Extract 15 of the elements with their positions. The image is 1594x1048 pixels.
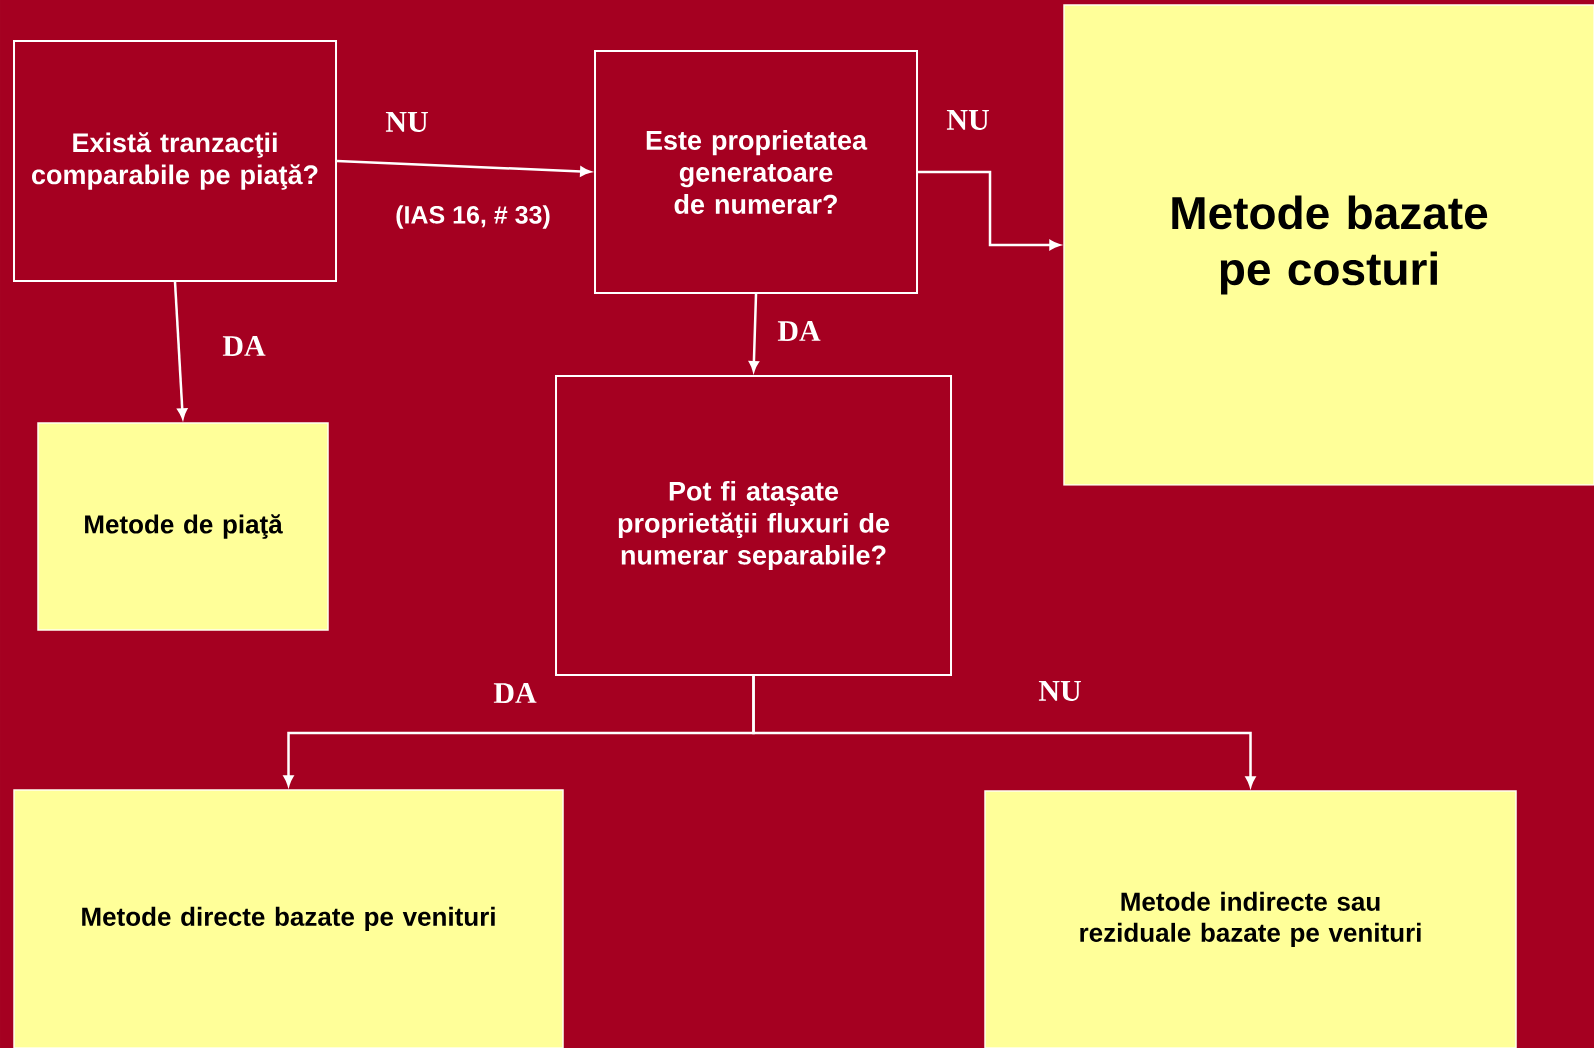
result-box: Metode indirecte sau reziduale bazate pe venituri <box>984 790 1517 1048</box>
decision-box: Este proprietatea generatoare de numerar? <box>594 50 918 294</box>
edge-label: DA <box>777 321 821 341</box>
decision-box: Există tranzacţii comparabile pe piaţă? <box>13 40 337 282</box>
decision-box: Pot fi ataşate proprietăţii fluxuri de numerar separabile? <box>555 375 952 676</box>
result-box: Metode de piaţă <box>37 422 329 631</box>
arrow <box>918 170 1060 250</box>
arrow <box>173 281 188 419</box>
result-box: Metode bazate pe costuri <box>1063 4 1594 486</box>
edge-label: NU <box>946 110 989 130</box>
edge-label: NU <box>385 112 428 132</box>
edge-label: DA <box>222 336 266 356</box>
arrow <box>336 159 591 177</box>
reference-note: (IAS 16, # 33) <box>396 205 550 229</box>
result-box: Metode directe bazate pe venituri <box>13 789 564 1048</box>
